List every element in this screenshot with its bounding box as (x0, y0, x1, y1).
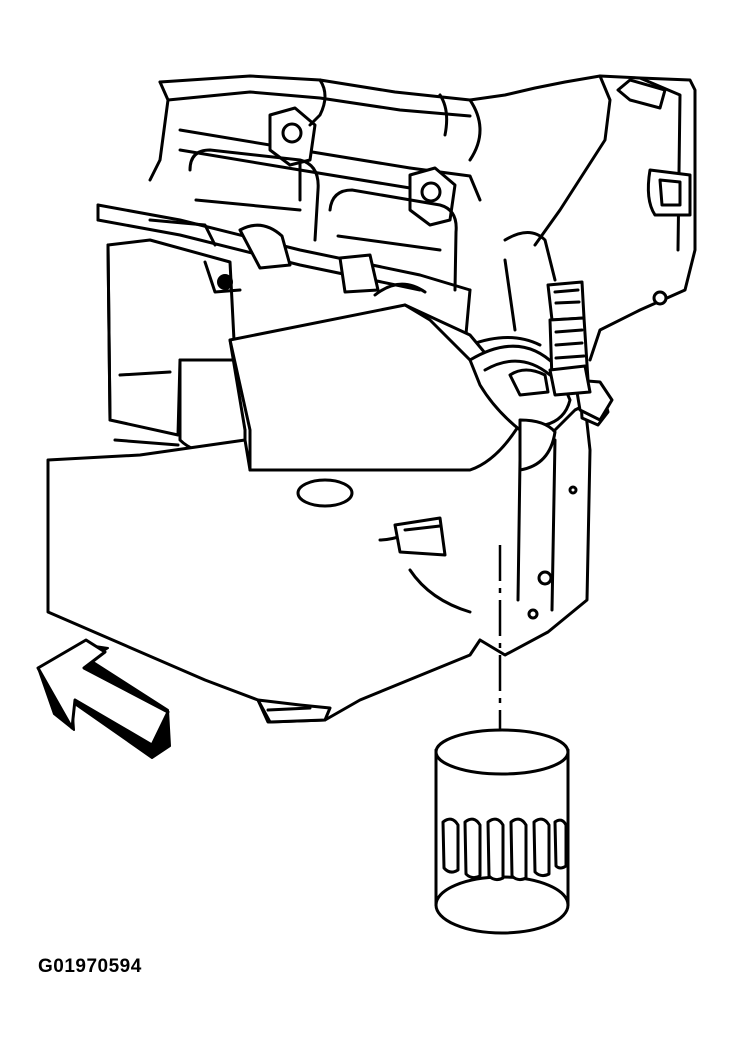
oil-filter-icon (434, 728, 570, 935)
front-direction-arrow-icon (36, 638, 171, 759)
engine-block-icon (96, 74, 697, 455)
figure-id-label: G01970594 (38, 956, 142, 977)
oil-pan-icon (46, 303, 592, 724)
oil-pressure-sensor-icon (546, 280, 592, 397)
oil-filter-adapter-icon (468, 344, 614, 472)
